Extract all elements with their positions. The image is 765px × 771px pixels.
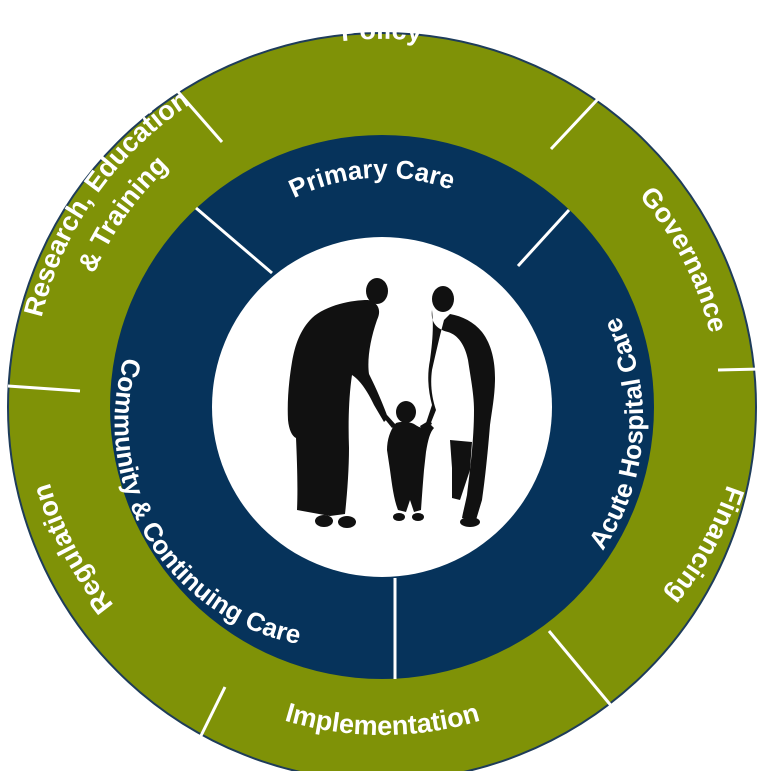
child-silhouette — [384, 401, 434, 521]
divider-governance-financing — [717, 367, 762, 372]
adult-right-silhouette — [426, 286, 495, 527]
divider-implementation-regulation — [189, 686, 227, 757]
divider-regulation-research — [7, 384, 81, 393]
divider-financing-implementation — [547, 630, 620, 715]
outer-segment-policy: Policy — [339, 15, 423, 47]
adult-left-silhouette — [287, 278, 388, 528]
divider-research-policy — [171, 85, 224, 143]
family-silhouette-icon — [287, 278, 495, 528]
divider-primary-acute — [516, 208, 571, 268]
inner-ring-dividers — [195, 206, 571, 679]
outer-ring-dividers — [7, 82, 762, 757]
divider-policy-governance — [549, 82, 614, 151]
divider-community-primary — [195, 206, 273, 275]
